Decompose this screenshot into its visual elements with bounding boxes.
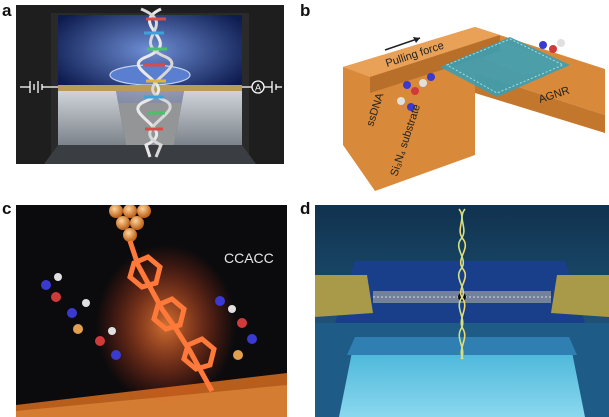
left-battery-icon — [20, 81, 58, 93]
left-electrode — [315, 275, 373, 317]
nanopore-illustration: A — [16, 5, 284, 164]
panel-a-nanopore-figure: A — [16, 5, 284, 164]
panel-label-a: a — [2, 1, 12, 20]
conductance-glow — [96, 245, 236, 405]
lower-reservoir — [339, 337, 585, 417]
dna-helix — [136, 7, 174, 158]
panel-label-d: d — [300, 199, 311, 218]
ammeter-icon: A — [242, 80, 282, 94]
agnr-substrate-illustration: Pulling force AGNR ssDNA Si₃N₄ substrate — [325, 5, 609, 195]
conjugated-backbone — [127, 240, 217, 393]
ssdna-molecule — [397, 39, 565, 111]
ccacc-molecule-illustration: CCACC — [16, 205, 287, 417]
sequence-label: CCACC — [224, 250, 274, 266]
agnr-ribbon — [440, 37, 570, 97]
panel-b-substrate-figure: Pulling force AGNR ssDNA Si₃N₄ substrate — [325, 5, 609, 195]
panel-label-c: c — [2, 199, 12, 218]
right-electrode — [551, 275, 609, 317]
dna-strand — [457, 208, 467, 360]
panel-c-molecule-figure: CCACC — [16, 205, 287, 417]
nucleotide-atoms — [41, 273, 257, 360]
panel-label-b: b — [300, 1, 311, 20]
svg-text:A: A — [255, 83, 261, 93]
membrane — [58, 85, 242, 91]
gold-tip — [109, 205, 151, 242]
panel-d-device-figure — [315, 205, 609, 417]
nanoribbon-device-illustration — [315, 205, 609, 417]
pulling-force-arrow — [384, 37, 421, 51]
